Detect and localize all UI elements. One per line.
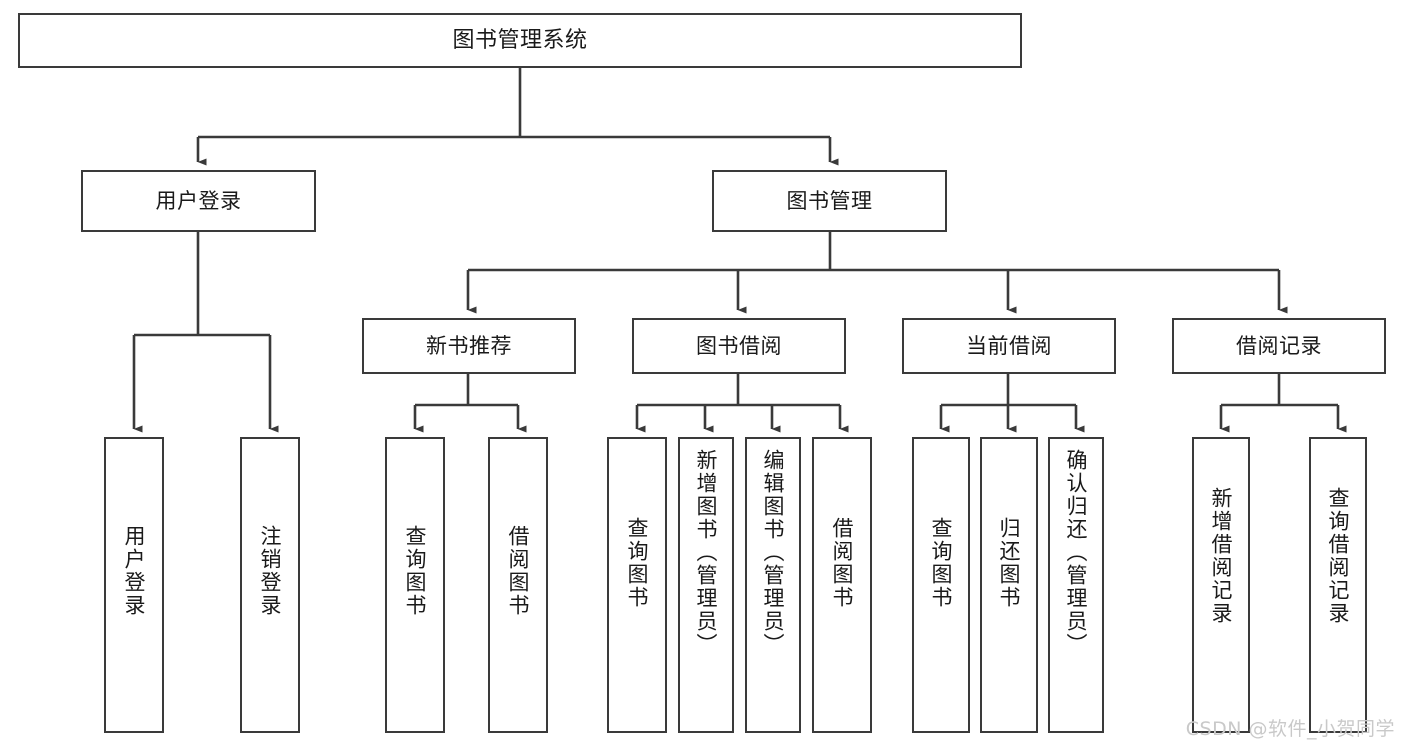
node-user-login[interactable]: 用户登录 xyxy=(81,170,316,232)
node-book-borrow[interactable]: 图书借阅 xyxy=(632,318,846,374)
node-leaf-user-login[interactable]: 用户登录 xyxy=(104,437,164,733)
node-root[interactable]: 图书管理系统 xyxy=(18,13,1022,68)
node-borrow-record[interactable]: 借阅记录 xyxy=(1172,318,1386,374)
node-leaf-borrow-book-1-label: 借阅图书 xyxy=(506,525,531,617)
node-leaf-confirm-return-label: 确认归还（管理员） xyxy=(1064,449,1089,656)
edges-root-to-level1 xyxy=(196,68,839,166)
csdn-watermark: CSDN @软件_小贺同学 xyxy=(1185,718,1395,740)
edges-new-book-recommend-to-leaves xyxy=(413,374,527,433)
node-leaf-query-book-1-label: 查询图书 xyxy=(403,525,428,617)
edges-book-borrow-to-leaves xyxy=(635,374,849,433)
node-borrow-record-label: 借阅记录 xyxy=(1236,333,1322,358)
node-leaf-confirm-return[interactable]: 确认归还（管理员） xyxy=(1048,437,1104,733)
edges-current-borrow-to-leaves xyxy=(939,374,1085,433)
node-leaf-borrow-book-2[interactable]: 借阅图书 xyxy=(812,437,872,733)
edges-book-management-to-level2 xyxy=(466,232,1288,314)
node-leaf-edit-book-label: 编辑图书（管理员） xyxy=(761,449,786,656)
node-current-borrow[interactable]: 当前借阅 xyxy=(902,318,1116,374)
node-new-book-recommend-label: 新书推荐 xyxy=(426,333,512,358)
node-leaf-return-book[interactable]: 归还图书 xyxy=(980,437,1038,733)
node-book-borrow-label: 图书借阅 xyxy=(696,333,782,358)
node-leaf-query-book-2[interactable]: 查询图书 xyxy=(607,437,667,733)
edges-borrow-record-to-leaves xyxy=(1219,374,1347,433)
node-leaf-add-record-label: 新增借阅记录 xyxy=(1209,487,1234,625)
node-leaf-add-book-label: 新增图书（管理员） xyxy=(694,449,719,656)
node-leaf-borrow-book-2-label: 借阅图书 xyxy=(830,517,855,609)
edges-user-login-to-leaves xyxy=(132,232,279,433)
node-user-login-label: 用户登录 xyxy=(155,188,242,213)
node-new-book-recommend[interactable]: 新书推荐 xyxy=(362,318,576,374)
node-current-borrow-label: 当前借阅 xyxy=(966,333,1052,358)
node-leaf-return-book-label: 归还图书 xyxy=(997,517,1022,609)
node-leaf-query-record-label: 查询借阅记录 xyxy=(1326,487,1351,625)
node-leaf-add-record[interactable]: 新增借阅记录 xyxy=(1192,437,1250,733)
node-leaf-logout-login[interactable]: 注销登录 xyxy=(240,437,300,733)
node-leaf-query-book-3-label: 查询图书 xyxy=(929,517,954,609)
node-root-label: 图书管理系统 xyxy=(452,27,588,53)
node-leaf-user-login-label: 用户登录 xyxy=(122,525,147,617)
node-leaf-query-book-2-label: 查询图书 xyxy=(625,517,650,609)
node-leaf-logout-login-label: 注销登录 xyxy=(258,525,283,617)
node-book-management[interactable]: 图书管理 xyxy=(712,170,947,232)
node-leaf-borrow-book-1[interactable]: 借阅图书 xyxy=(488,437,548,733)
node-book-management-label: 图书管理 xyxy=(786,188,873,213)
node-leaf-query-record[interactable]: 查询借阅记录 xyxy=(1309,437,1367,733)
node-leaf-query-book-1[interactable]: 查询图书 xyxy=(385,437,445,733)
node-leaf-query-book-3[interactable]: 查询图书 xyxy=(912,437,970,733)
node-leaf-add-book[interactable]: 新增图书（管理员） xyxy=(678,437,734,733)
node-leaf-edit-book[interactable]: 编辑图书（管理员） xyxy=(745,437,801,733)
